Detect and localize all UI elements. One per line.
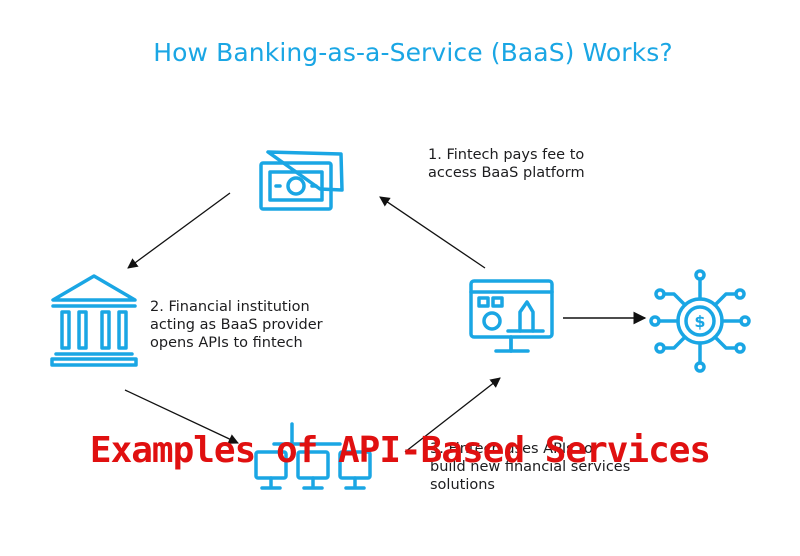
step-2-line-2: acting as BaaS provider (150, 317, 323, 333)
cash-icon (259, 150, 344, 211)
step-3-label: 3. Fintech uses APIs to build new financ… (430, 440, 630, 494)
api-blocks-icon (254, 422, 372, 490)
bank-building-icon (50, 274, 138, 367)
diagram-title: How Banking-as-a-Service (BaaS) Works? (153, 38, 673, 67)
step-3-line-2: build new financial services (430, 459, 631, 475)
financial-services-network-icon: $ (649, 269, 751, 373)
overlay-caption: Examples of API-Based Services (89, 430, 711, 471)
step-3-line-3: solutions (430, 477, 495, 493)
step-1-label: 1. Fintech pays fee to access BaaS platf… (428, 146, 585, 182)
step-1-line-2: access BaaS platform (428, 165, 585, 181)
svg-text:$: $ (694, 312, 705, 331)
step-2-line-1: 2. Financial institution (150, 299, 310, 315)
fintech-platform-icon (469, 279, 554, 353)
step-3-line-1: 3. Fintech uses APIs to (430, 441, 593, 457)
arrow-bank-to-api (124, 389, 239, 444)
arrow-api-to-platform (404, 377, 501, 453)
arrow-cash-to-bank (127, 192, 231, 269)
step-2-line-3: opens APIs to fintech (150, 335, 303, 351)
step-1-line-1: 1. Fintech pays fee to (428, 147, 585, 163)
step-2-label: 2. Financial institution acting as BaaS … (150, 298, 323, 352)
arrow-platform-to-cash (379, 196, 486, 269)
